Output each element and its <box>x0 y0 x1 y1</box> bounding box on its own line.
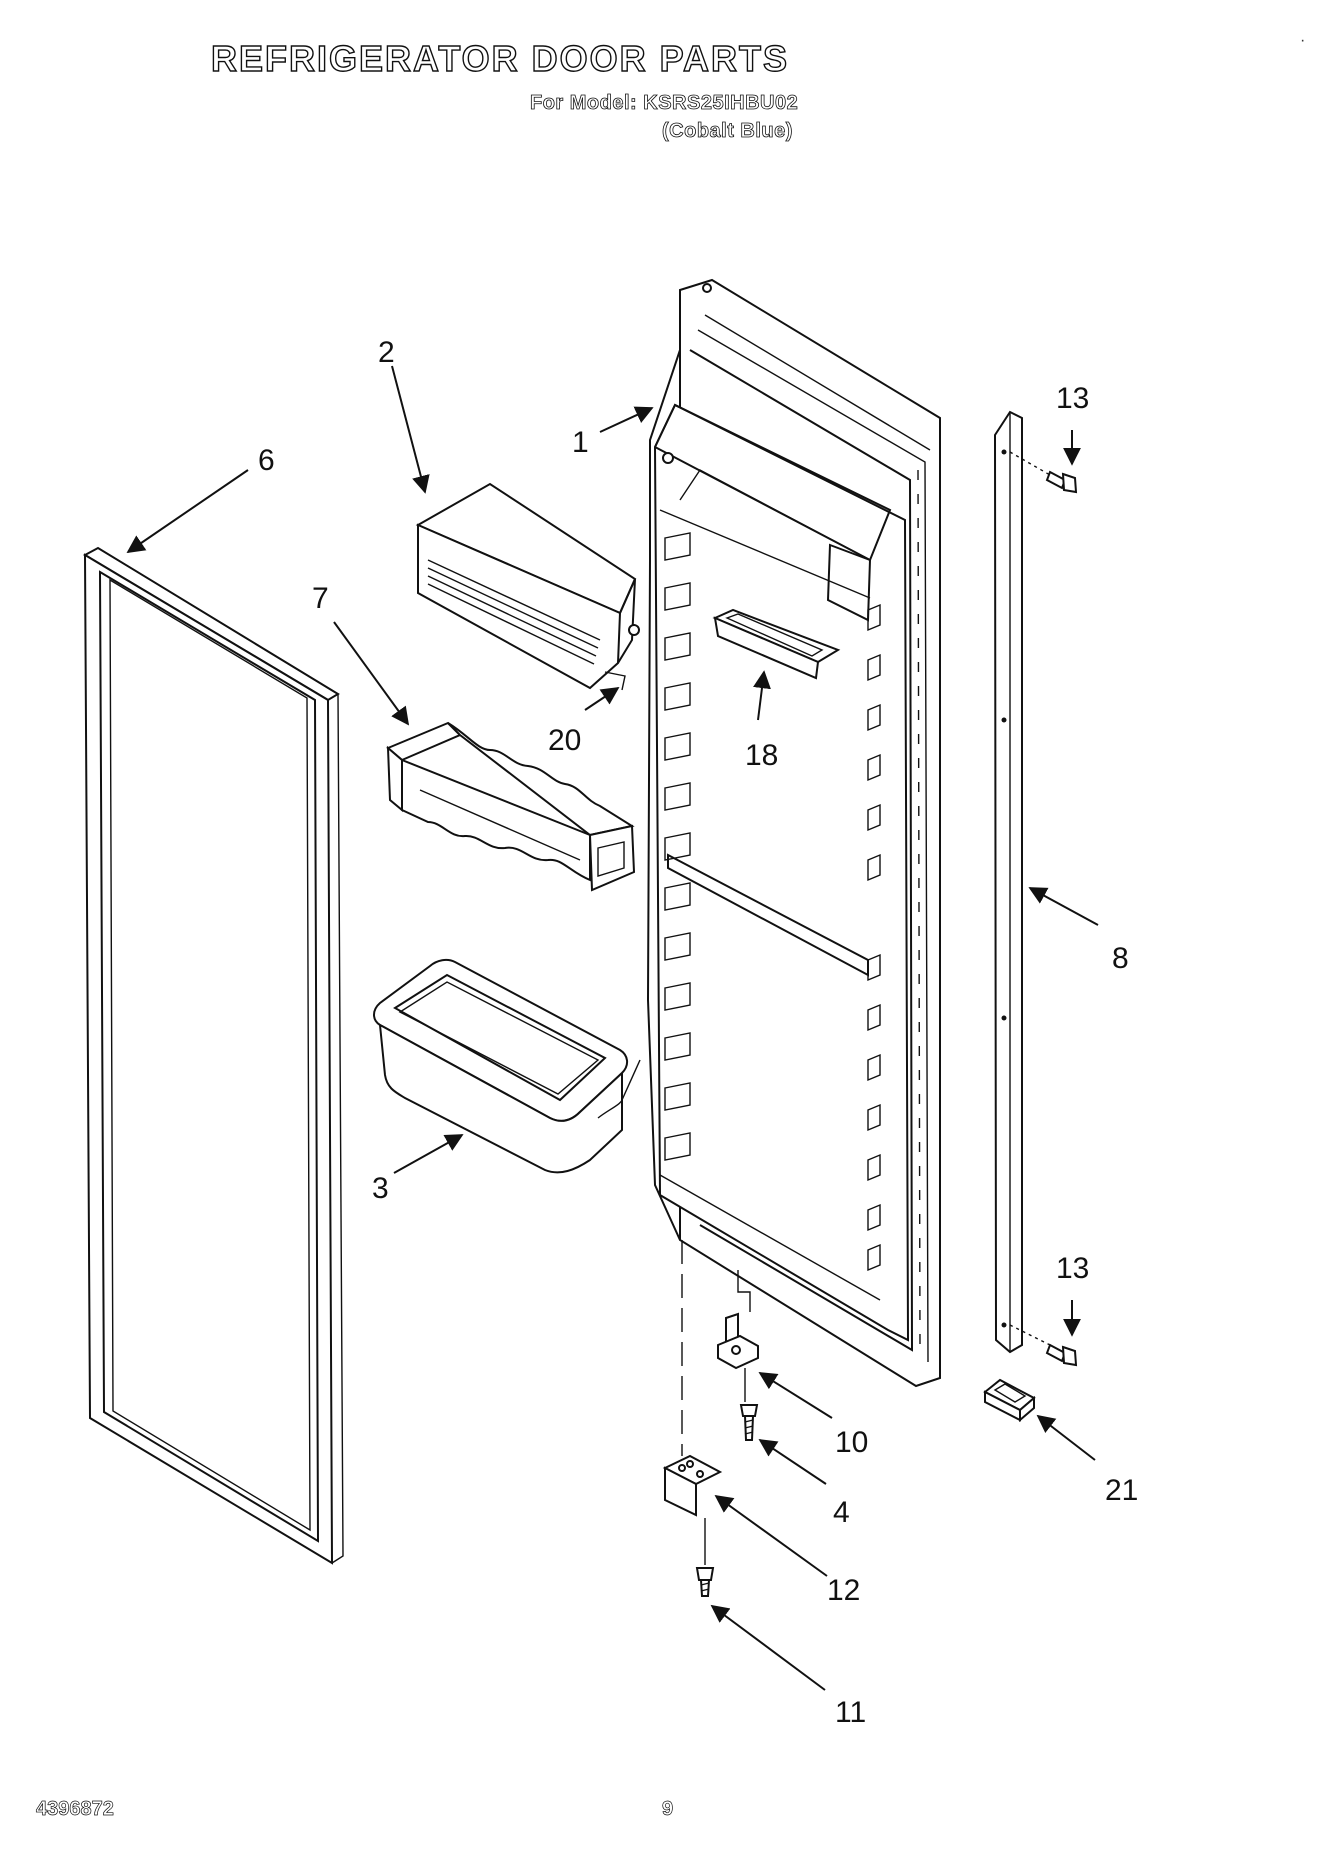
callout-2: 2 <box>378 336 395 369</box>
callout-1: 1 <box>572 426 589 459</box>
hinge-screw-part-11 <box>695 1567 715 1597</box>
callout-8: 8 <box>1112 942 1129 975</box>
trim-screw-part-13-top <box>1009 451 1078 494</box>
dairy-compartment-part-2 <box>415 482 640 691</box>
door-assembly-part-1 <box>646 278 941 1388</box>
hinge-cap-part-21 <box>983 1378 1036 1423</box>
callout-12: 12 <box>827 1574 860 1607</box>
corner-mark: · <box>1300 32 1306 49</box>
callout-4: 4 <box>833 1496 850 1529</box>
door-gasket-part-6 <box>82 546 344 1565</box>
callout-18: 18 <box>745 739 778 772</box>
callout-21: 21 <box>1105 1474 1138 1507</box>
page-number: 9 <box>662 1798 674 1821</box>
page-title: REFRIGERATOR DOOR PARTS <box>210 37 790 79</box>
bottle-rack-part-7 <box>386 721 636 892</box>
callout-6: 6 <box>258 444 275 477</box>
callout-10: 10 <box>835 1426 868 1459</box>
hinge-plate-part-12 <box>662 1454 723 1517</box>
callout-20: 20 <box>548 724 581 757</box>
butter-tray-part-18 <box>712 608 841 680</box>
callout-3: 3 <box>372 1172 389 1205</box>
callout-leaders <box>126 365 1099 1691</box>
door-shelf-supports <box>664 532 881 1272</box>
callout-7: 7 <box>312 582 329 615</box>
hinge-pin-part-10 <box>717 1312 759 1370</box>
callout-13-bottom: 13 <box>1056 1252 1089 1285</box>
assembly-alignment-lines <box>621 1059 751 1565</box>
hinge-screw-part-4 <box>739 1404 759 1441</box>
color-variant: (Cobalt Blue) <box>662 120 793 143</box>
model-number: For Model: KSRS25IHBU02 <box>530 92 799 115</box>
callout-13-top: 13 <box>1056 382 1089 415</box>
callout-labels: 1 2 3 4 6 7 8 10 11 12 13 13 18 20 21 <box>258 336 1138 1729</box>
document-number: 4396872 <box>36 1798 115 1821</box>
door-bin-part-3 <box>373 958 628 1174</box>
trim-screw-part-13-bottom <box>1009 1324 1078 1367</box>
door-trim-part-8 <box>993 410 1023 1354</box>
callout-11: 11 <box>835 1696 866 1729</box>
